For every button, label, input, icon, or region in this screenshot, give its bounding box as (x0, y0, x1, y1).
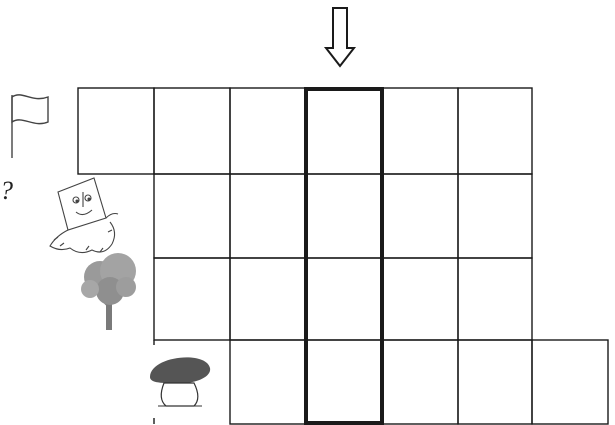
tree-icon (81, 253, 136, 330)
grid-cell (154, 258, 230, 340)
grid-row-4 (230, 340, 608, 424)
grid-cell (306, 340, 382, 424)
highlighted-column (306, 89, 382, 423)
grid-cell (230, 258, 306, 340)
down-arrow-icon (326, 8, 354, 66)
grid-cell (382, 88, 458, 174)
mushroom-icon (150, 357, 210, 406)
grid-cell (78, 88, 154, 174)
grid-cell (382, 174, 458, 258)
grid-cell (382, 340, 458, 424)
grid-row-3 (154, 258, 532, 340)
grid-cell (458, 88, 532, 174)
flag-icon (12, 95, 48, 158)
grid-cell (230, 88, 306, 174)
grid-cell (154, 88, 230, 174)
grid-cell (306, 258, 382, 340)
grid-cell (458, 340, 532, 424)
grid-cell (154, 174, 230, 258)
grid-cell (458, 258, 532, 340)
grid-cell (306, 88, 382, 174)
grid-cell (306, 174, 382, 258)
grid-cell (382, 258, 458, 340)
grid-cell (230, 340, 306, 424)
grid-cell (532, 340, 608, 424)
grid-cell (230, 174, 306, 258)
grid-row-2 (154, 174, 532, 258)
cropped-question-mark: ? (0, 178, 13, 204)
grid-cell (458, 174, 532, 258)
kite-icon (50, 178, 118, 253)
